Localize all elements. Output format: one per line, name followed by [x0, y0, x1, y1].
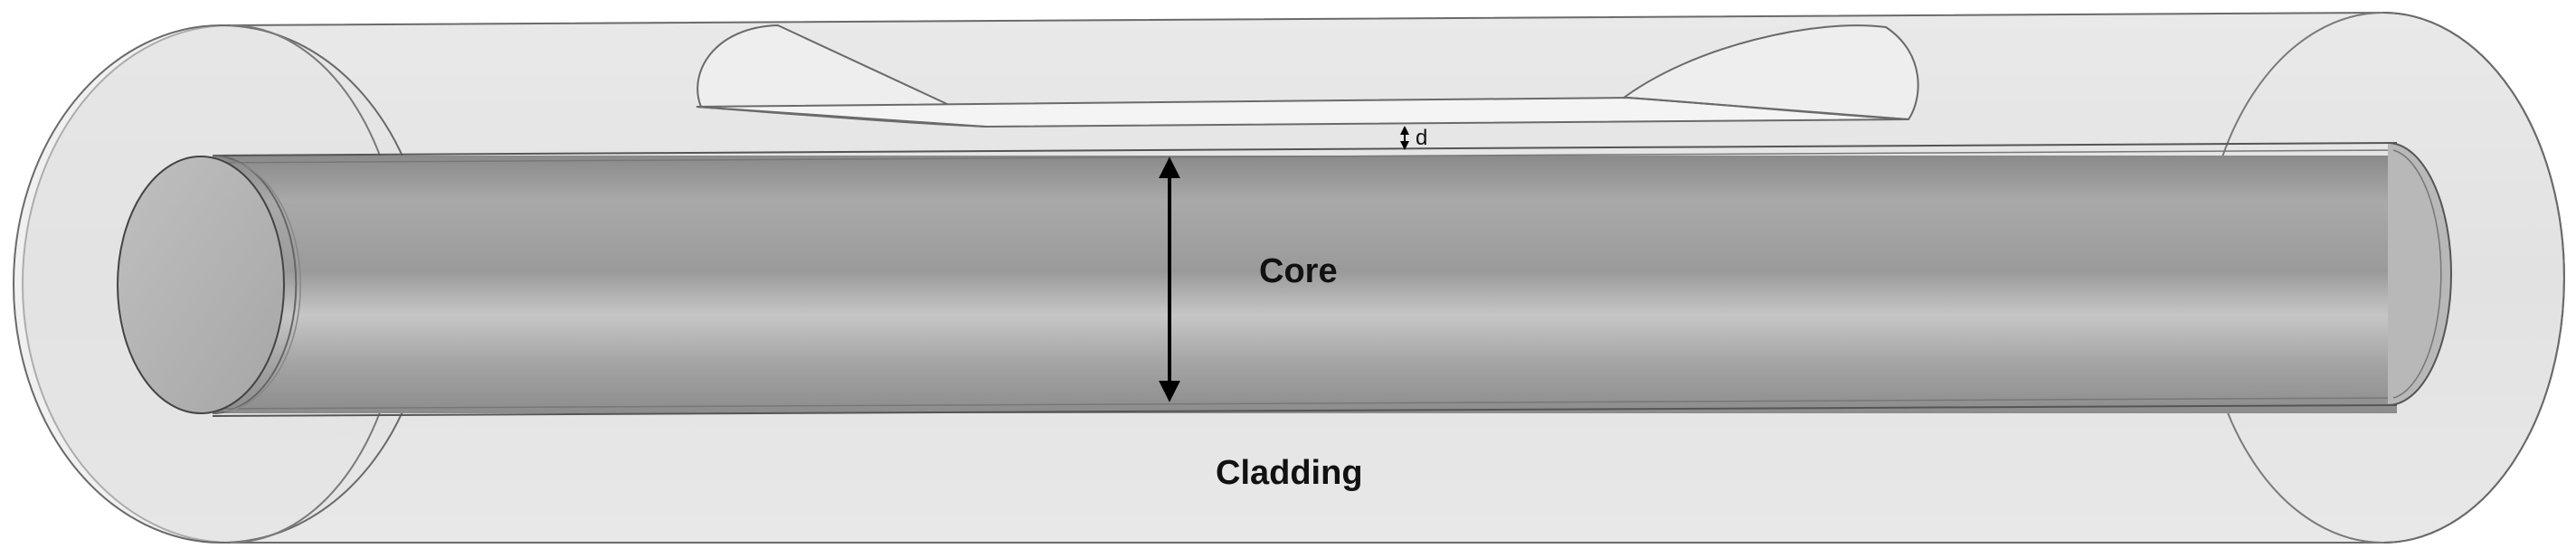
core-label: Core	[1259, 252, 1338, 290]
cladding-label: Cladding	[1216, 454, 1363, 492]
core-end-face	[117, 156, 285, 414]
side-polish-region	[696, 24, 1919, 128]
gap-d-label: d	[1416, 126, 1427, 150]
core	[117, 142, 2452, 417]
